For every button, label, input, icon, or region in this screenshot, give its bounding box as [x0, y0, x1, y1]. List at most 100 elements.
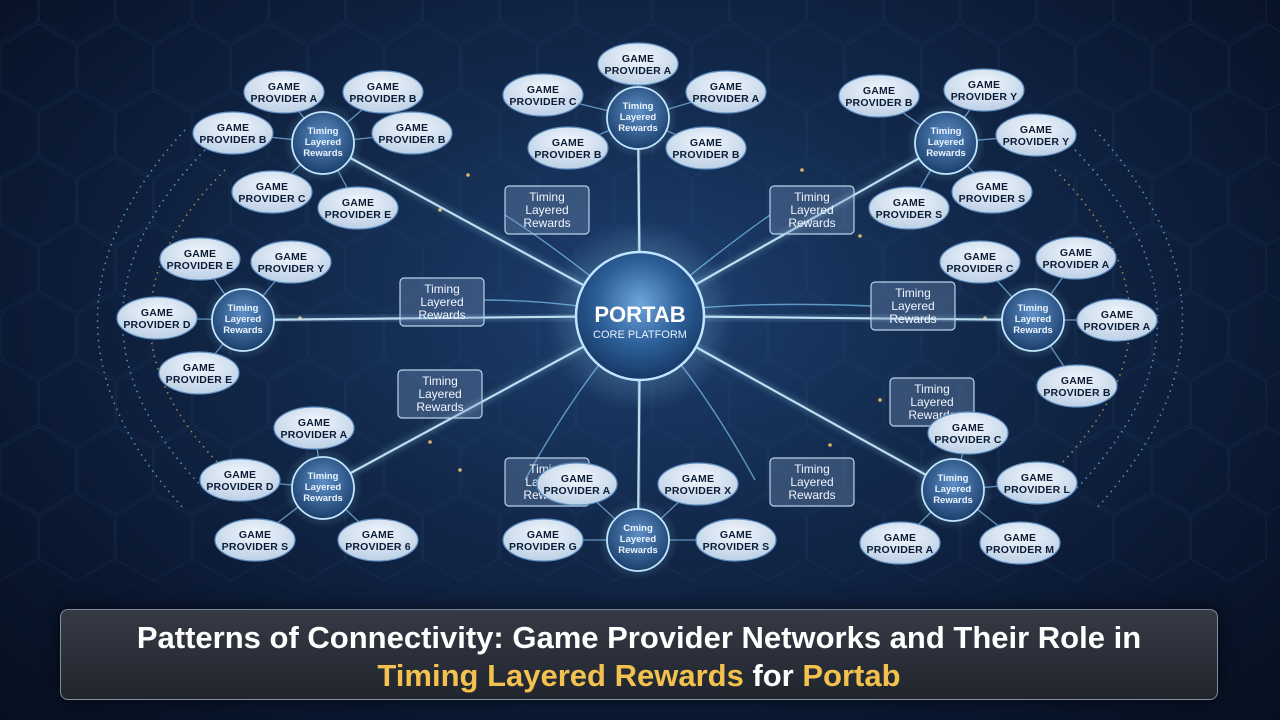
provider-label: PROVIDER L — [1004, 484, 1071, 496]
provider-label: PROVIDER E — [167, 260, 234, 272]
hex-cell — [807, 359, 883, 447]
provider-label: GAME — [141, 307, 173, 319]
hub-circle — [606, 86, 670, 150]
provider-label: PROVIDER E — [325, 209, 392, 221]
hex-cell — [154, 158, 230, 246]
provider-label: GAME — [298, 417, 330, 429]
hex-cell — [39, 359, 115, 447]
reward-box-label: Timing — [895, 286, 931, 300]
provider-bubble — [1076, 298, 1158, 342]
hub-label: Layered — [305, 482, 342, 493]
provider-bubble — [527, 126, 609, 170]
provider-label: GAME — [224, 469, 256, 481]
provider-label: GAME — [863, 85, 895, 97]
hub-circle — [211, 288, 275, 352]
hub-label: Timing — [228, 303, 259, 314]
provider-label: GAME — [1021, 472, 1053, 484]
hex-cell — [845, 426, 921, 514]
provider-bubble — [657, 462, 739, 506]
provider-label: PROVIDER B — [349, 93, 417, 105]
provider-label: PROVIDER S — [703, 541, 770, 553]
hex-cell — [0, 0, 38, 44]
reward-box-frame — [397, 369, 483, 419]
reward-box-label: Layered — [418, 387, 461, 401]
provider-label: GAME — [1060, 247, 1092, 259]
hex-cell — [39, 494, 115, 582]
hex-cell — [538, 158, 614, 246]
hex-cell — [346, 0, 422, 44]
sparkle — [858, 234, 862, 238]
hex-cell — [883, 359, 960, 447]
orbit-dots — [96, 129, 186, 511]
provider-label: GAME — [275, 251, 307, 263]
hex-cell — [0, 426, 77, 514]
provider-label: PROVIDER B — [845, 97, 913, 109]
hex-cell — [77, 426, 153, 514]
provider-label: PROVIDER B — [1043, 387, 1111, 399]
hex-cell — [499, 494, 576, 582]
provider-label: PROVIDER A — [693, 93, 760, 105]
hex-cell — [845, 292, 921, 380]
reward-box-label: Layered — [420, 295, 463, 309]
sparkle — [428, 440, 432, 444]
provider-label: PROVIDER C — [934, 434, 1002, 446]
core-circle — [574, 250, 706, 382]
provider-bubble — [159, 237, 241, 281]
hex-cell — [1191, 494, 1267, 582]
reward-box-label: Rewards — [418, 308, 465, 322]
hex-cell — [768, 426, 845, 514]
hub-label: Timing — [623, 101, 654, 112]
hub-label: Layered — [1015, 314, 1052, 325]
provider-label: PROVIDER A — [281, 429, 348, 441]
reward-box-label: Timing — [424, 282, 460, 296]
provider-label: GAME — [552, 137, 584, 149]
provider-bubble — [199, 458, 281, 502]
reward-box-label: Timing — [914, 382, 950, 396]
provider-bubble — [371, 111, 453, 155]
hex-cell — [154, 23, 230, 111]
provider-label: GAME — [690, 137, 722, 149]
hex-cell — [1191, 225, 1267, 313]
provider-bubble — [231, 170, 313, 214]
orbit-dots — [1054, 169, 1131, 471]
hex-cell — [423, 359, 499, 447]
provider-bubble — [158, 351, 240, 395]
sparkle — [828, 443, 832, 447]
provider-label: PROVIDER Y — [1003, 136, 1070, 148]
provider-label: GAME — [710, 81, 742, 93]
hex-cell — [0, 494, 38, 582]
hex-cell — [39, 90, 115, 178]
hub-circle — [921, 458, 985, 522]
provider-label: GAME — [256, 181, 288, 193]
hub-label: Rewards — [303, 493, 343, 504]
core-title: PORTAB — [594, 302, 685, 327]
hex-cell — [423, 225, 499, 313]
hex-cell — [1152, 23, 1229, 111]
hub-label: Rewards — [303, 148, 343, 159]
provider-label: PROVIDER X — [665, 485, 732, 497]
hex-cell — [192, 0, 269, 44]
provider-label: GAME — [239, 529, 271, 541]
hex-cell — [1114, 494, 1190, 582]
hex-cell — [499, 0, 576, 44]
reward-box-label: Layered — [790, 203, 833, 217]
hex-cell — [1229, 23, 1280, 111]
hub-label: Timing — [1018, 303, 1049, 314]
provider-label: GAME — [362, 529, 394, 541]
